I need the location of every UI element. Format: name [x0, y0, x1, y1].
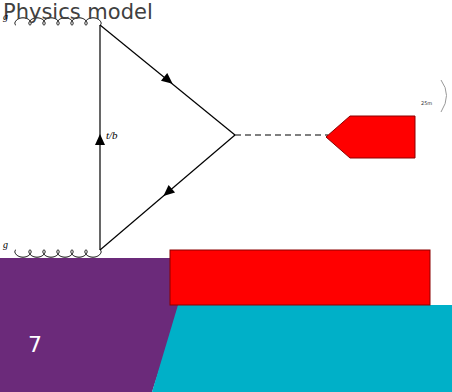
arrowhead	[161, 73, 176, 88]
red-pentagon	[326, 116, 415, 158]
arrowhead	[95, 134, 105, 145]
gluon-line	[15, 250, 101, 257]
quark-line	[100, 135, 235, 250]
scale-label: 25m	[421, 101, 432, 106]
edge-curve	[441, 80, 447, 112]
particle-label: g	[3, 12, 8, 22]
teal-band	[152, 305, 452, 392]
slide-number: 7	[28, 334, 42, 356]
higgs-line	[235, 134, 328, 135]
slide-title: Physics model	[3, 2, 153, 23]
quark-line	[100, 25, 235, 135]
particle-label: g	[3, 240, 8, 250]
particle-label: t/b	[106, 130, 118, 141]
arrowhead	[160, 185, 175, 200]
red-bar	[170, 250, 430, 305]
